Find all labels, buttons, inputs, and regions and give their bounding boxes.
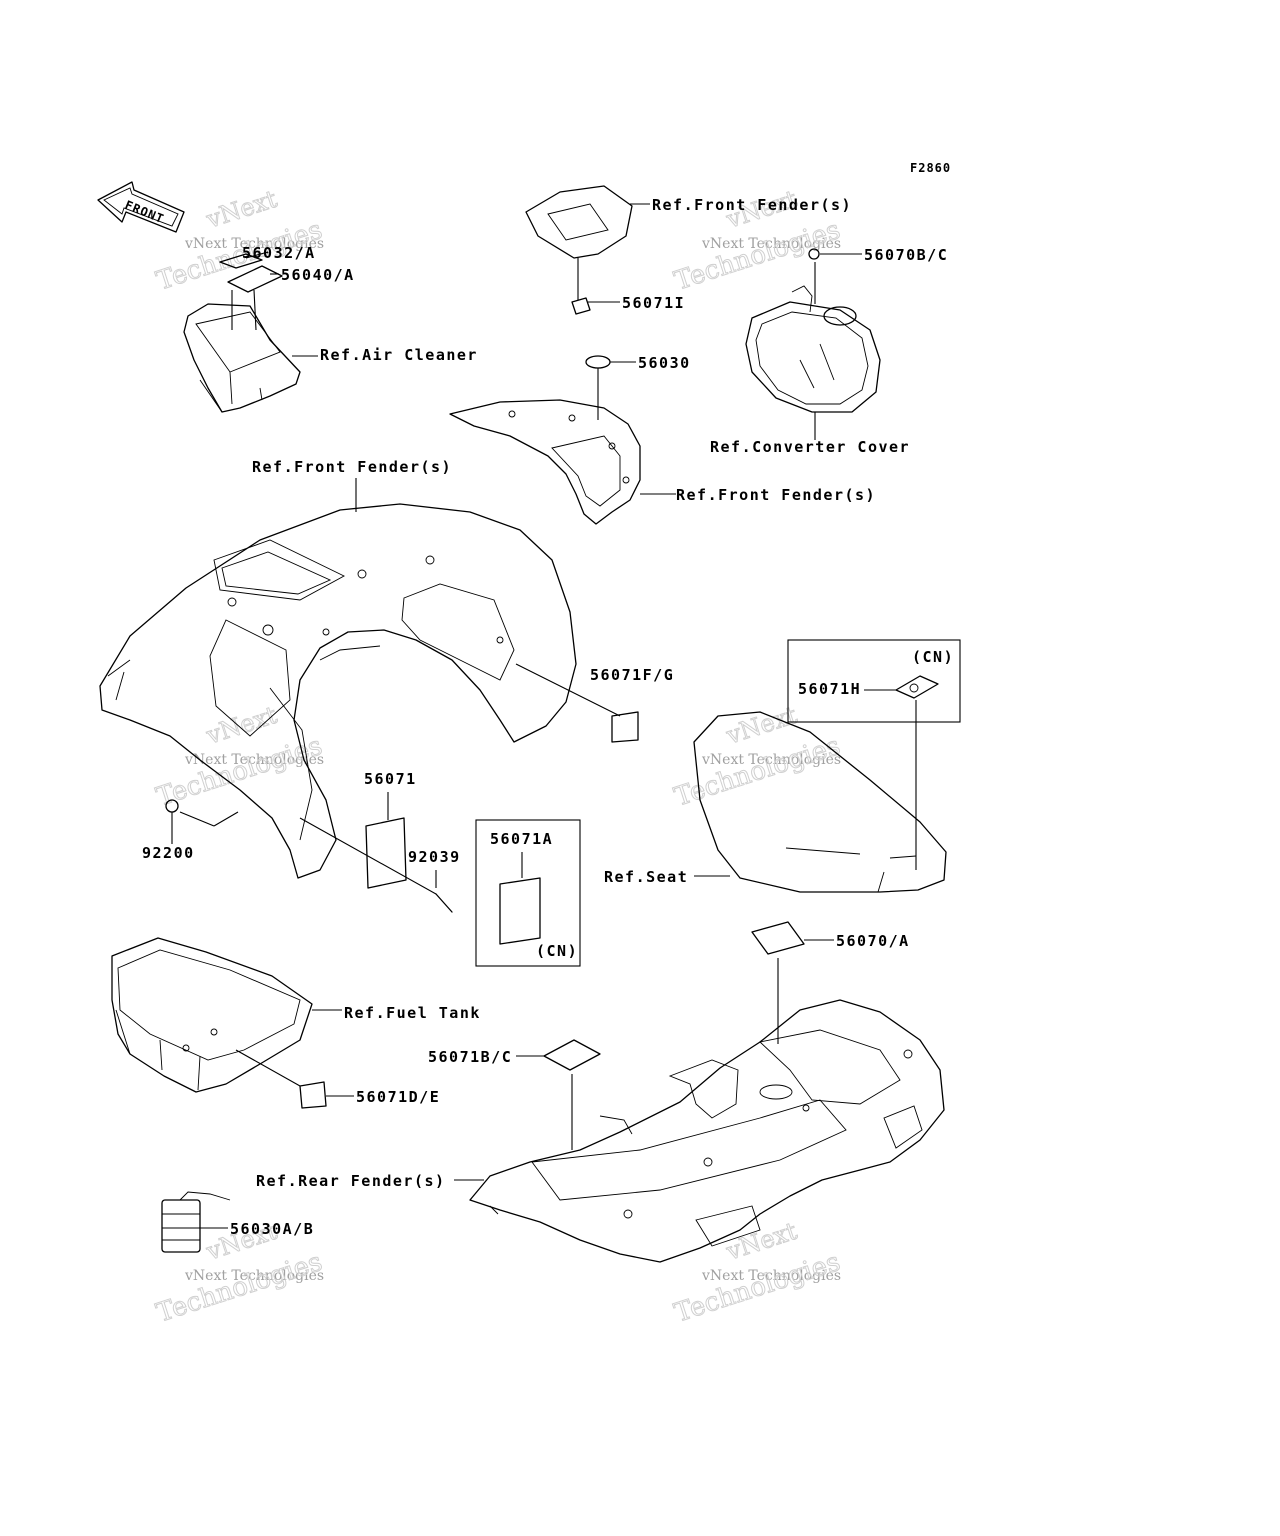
decal-56071de: 56071D/E (235, 1049, 440, 1109)
svg-text:56070B/C: 56070B/C (864, 246, 948, 264)
svg-text:56071F/G: 56071F/G (590, 666, 674, 684)
front-fender-top: Ref.Front Fender(s) 56071I (525, 185, 852, 315)
figure-code: F2860 (910, 161, 951, 175)
svg-text:Technologies: Technologies (671, 215, 844, 297)
decal-56071bc: 56071B/C (428, 1039, 601, 1150)
svg-text:(CN): (CN) (912, 648, 954, 666)
svg-text:vNext: vNext (202, 701, 280, 750)
svg-text:56071I: 56071I (622, 294, 685, 312)
svg-text:Ref.Front Fender(s): Ref.Front Fender(s) (676, 486, 876, 504)
svg-text:92200: 92200 (142, 844, 195, 862)
svg-text:Ref.Seat: Ref.Seat (604, 868, 688, 886)
air-cleaner-cover: Ref.Air Cleaner (183, 289, 478, 413)
svg-text:vNext: vNext (722, 1217, 800, 1266)
svg-text:56040/A: 56040/A (281, 266, 355, 284)
svg-text:56071B/C: 56071B/C (428, 1048, 512, 1066)
watermark-group: vNext vNext Technologies Technologies vN… (152, 184, 844, 1329)
front-fender-inner-panel: Ref.Front Fender(s) (449, 399, 876, 525)
decal-56032: 56032/A (219, 244, 316, 269)
svg-text:Technologies: Technologies (153, 1247, 326, 1329)
svg-text:vNext Technologies: vNext Technologies (184, 1268, 324, 1284)
svg-text:56070/A: 56070/A (836, 932, 910, 950)
svg-text:Ref.Front Fender(s): Ref.Front Fender(s) (652, 196, 852, 214)
box-56071a: 56071A (CN) (475, 819, 581, 967)
svg-text:92039: 92039 (408, 848, 461, 866)
fuel-tank: Ref.Fuel Tank (111, 937, 481, 1093)
svg-text:Ref.Converter Cover: Ref.Converter Cover (710, 438, 910, 456)
watermark-3: vNext vNext Technologies Technologies (152, 700, 326, 813)
svg-text:vNext Technologies: vNext Technologies (701, 1268, 841, 1284)
watermark-4: vNext vNext Technologies Technologies (670, 700, 844, 813)
rivet-92039: 92039 (299, 817, 461, 913)
svg-text:56071H: 56071H (798, 680, 861, 698)
rear-fender: Ref.Rear Fender(s) (256, 999, 945, 1263)
svg-text:vNext: vNext (202, 185, 280, 234)
svg-text:56030A/B: 56030A/B (230, 1220, 314, 1238)
decal-56030: 56030 (585, 354, 691, 420)
svg-text:vNext Technologies: vNext Technologies (701, 752, 841, 768)
front-arrow-icon: FRONT (97, 181, 185, 233)
svg-text:56032/A: 56032/A (242, 244, 316, 262)
svg-text:56071A: 56071A (490, 830, 553, 848)
svg-text:(CN): (CN) (536, 942, 578, 960)
decal-56070a: 56070/A (751, 921, 910, 1044)
front-fender-main: Ref.Front Fender(s) (99, 458, 577, 879)
svg-text:vNext: vNext (722, 701, 800, 750)
svg-text:vNext Technologies: vNext Technologies (701, 236, 841, 252)
seat: Ref.Seat (604, 711, 947, 893)
watermark-6: vNext vNext Technologies Technologies (670, 1216, 844, 1329)
svg-text:56030: 56030 (638, 354, 691, 372)
svg-text:Ref.Front Fender(s): Ref.Front Fender(s) (252, 458, 452, 476)
svg-text:Ref.Fuel Tank: Ref.Fuel Tank (344, 1004, 481, 1022)
clip-92200: 92200 (142, 799, 239, 862)
svg-text:Technologies: Technologies (671, 1247, 844, 1329)
tag-56030ab: 56030A/B (161, 1191, 314, 1253)
svg-text:Ref.Air Cleaner: Ref.Air Cleaner (320, 346, 478, 364)
box-56071h: (CN) 56071H (787, 639, 961, 870)
svg-text:56071: 56071 (364, 770, 417, 788)
svg-text:vNext Technologies: vNext Technologies (184, 236, 324, 252)
decal-56040: 56040/A (227, 265, 355, 293)
decal-56071fg: 56071F/G (515, 663, 674, 743)
svg-text:Ref.Rear Fender(s): Ref.Rear Fender(s) (256, 1172, 446, 1190)
svg-text:FRONT: FRONT (123, 198, 166, 226)
svg-text:56071D/E: 56071D/E (356, 1088, 440, 1106)
converter-cover: 56070B/C Ref.Converter Cover (710, 246, 948, 456)
svg-text:vNext Technologies: vNext Technologies (184, 752, 324, 768)
decal-56071: 56071 (364, 770, 417, 889)
